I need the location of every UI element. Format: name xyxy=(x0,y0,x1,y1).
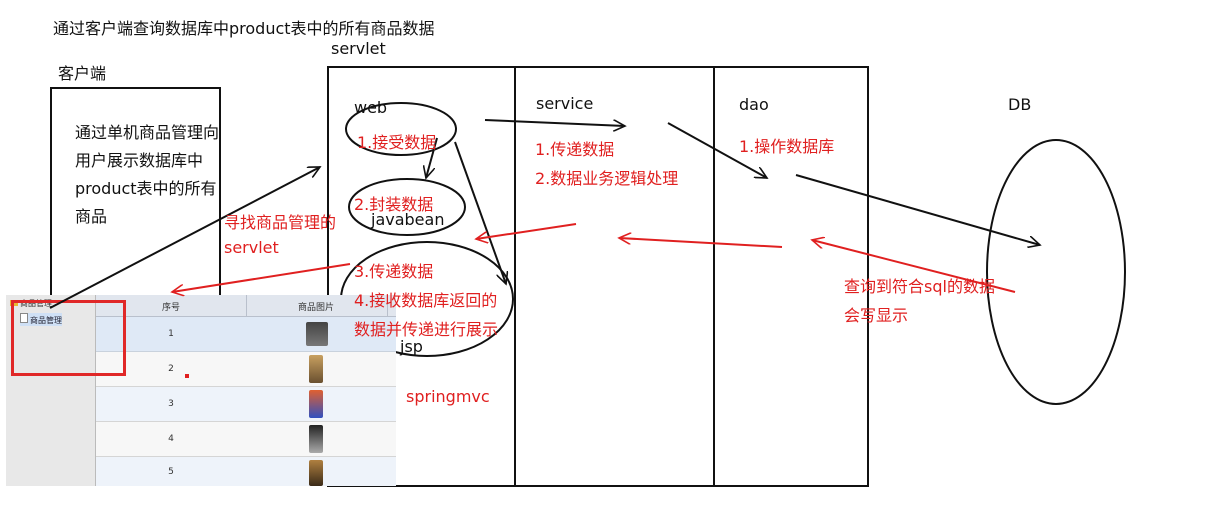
product-thumbnail xyxy=(309,425,323,453)
row-index: 4 xyxy=(168,434,174,444)
folder-icon xyxy=(10,300,18,306)
service-step: 1.传递数据 xyxy=(535,140,615,159)
dao-layer-label: dao xyxy=(739,95,769,114)
web-step-pass: 3.传递数据 xyxy=(354,262,434,281)
service-layer-label: service xyxy=(536,94,594,113)
tree-panel: 商品管理 商品管理 xyxy=(6,295,96,486)
table-row[interactable]: 5 xyxy=(96,457,396,486)
tree-highlight xyxy=(11,300,126,376)
product-thumbnail xyxy=(309,390,323,418)
springmvc-label: springmvc xyxy=(406,387,490,406)
client-description-line: 用户展示数据库中 xyxy=(75,151,204,170)
product-thumbnail xyxy=(306,322,328,346)
javabean-label: javabean xyxy=(371,210,445,229)
db-return-line2: 会写显示 xyxy=(844,306,909,325)
web-layer-label: web xyxy=(354,98,388,117)
db-label: DB xyxy=(1008,95,1032,114)
web-step-receive-db-line2: 数据并传递进行展示 xyxy=(354,320,499,339)
row-index: 3 xyxy=(168,399,174,409)
table-row[interactable]: 4 xyxy=(96,422,396,457)
servlet-label: servlet xyxy=(331,39,386,58)
row-index: 2 xyxy=(168,364,174,374)
web-step-receive-db-line1: 4.接收数据库返回的 xyxy=(354,291,498,310)
document-icon xyxy=(20,313,28,323)
dao-step: 1.操作数据库 xyxy=(739,137,835,156)
red-dot xyxy=(185,374,189,378)
jsp-label: jsp xyxy=(400,337,423,356)
service-step: 2.数据业务逻辑处理 xyxy=(535,169,679,188)
client-description-line: 商品 xyxy=(75,207,108,226)
table-row[interactable]: 2 xyxy=(96,352,396,387)
product-thumbnail xyxy=(309,355,323,383)
find-servlet-line1: 寻找商品管理的 xyxy=(224,213,337,232)
web-step-wrap: 2.封装数据 xyxy=(354,195,434,214)
find-servlet-line2: servlet xyxy=(224,238,279,257)
table-row[interactable]: 1 xyxy=(96,317,396,352)
receive-ellipse xyxy=(345,102,457,156)
diagram-title: 通过客户端查询数据库中product表中的所有商品数据 xyxy=(53,19,435,38)
db-return-line1: 查询到符合sql的数据 xyxy=(844,277,995,296)
tree-item-product-management[interactable]: 商品管理 xyxy=(20,313,62,326)
client-description-line: 通过单机商品管理向 xyxy=(75,123,220,142)
row-index: 1 xyxy=(168,329,174,339)
client-description-line: product表中的所有 xyxy=(75,179,217,198)
table-row[interactable]: 3 xyxy=(96,387,396,422)
row-index: 5 xyxy=(168,467,174,477)
tree-root[interactable]: 商品管理 xyxy=(10,298,52,309)
web-step-receive: 1.接受数据 xyxy=(357,133,437,152)
db-ellipse xyxy=(986,139,1126,405)
product-thumbnail xyxy=(309,460,323,486)
client-label: 客户端 xyxy=(58,64,107,83)
